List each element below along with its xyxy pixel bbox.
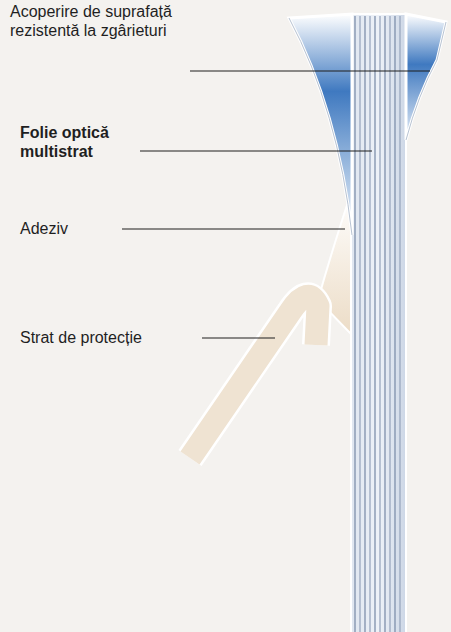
film-layers [355, 16, 400, 632]
film-layer-line [379, 16, 380, 632]
film-layer-line [384, 16, 385, 632]
film-layer-line [364, 16, 365, 632]
film-layer-line [369, 16, 370, 632]
leader-line [190, 70, 430, 71]
leader-line [140, 150, 372, 151]
coating-edge [406, 22, 446, 140]
leader-line [122, 228, 345, 229]
part-label: Folie optică multistrat [20, 123, 132, 161]
film-layer-line [354, 16, 355, 632]
part-label: Acoperire de suprafață rezistentă la zgâ… [10, 2, 172, 40]
film-layer-line [359, 16, 360, 632]
coating-right [406, 14, 446, 140]
part-label: Strat de protecție [20, 328, 200, 347]
film-layer-line [374, 16, 375, 632]
multilayer-film [351, 14, 406, 632]
part-label: Adeziv [20, 219, 120, 238]
film-layer-line [389, 16, 390, 632]
film-layer-line [399, 16, 400, 632]
coating-left [289, 14, 352, 235]
coating-edge [289, 18, 352, 235]
leader-line [202, 337, 275, 338]
film-layer-line [394, 16, 395, 632]
protective-outline [190, 296, 318, 458]
protective-layer [190, 296, 318, 458]
